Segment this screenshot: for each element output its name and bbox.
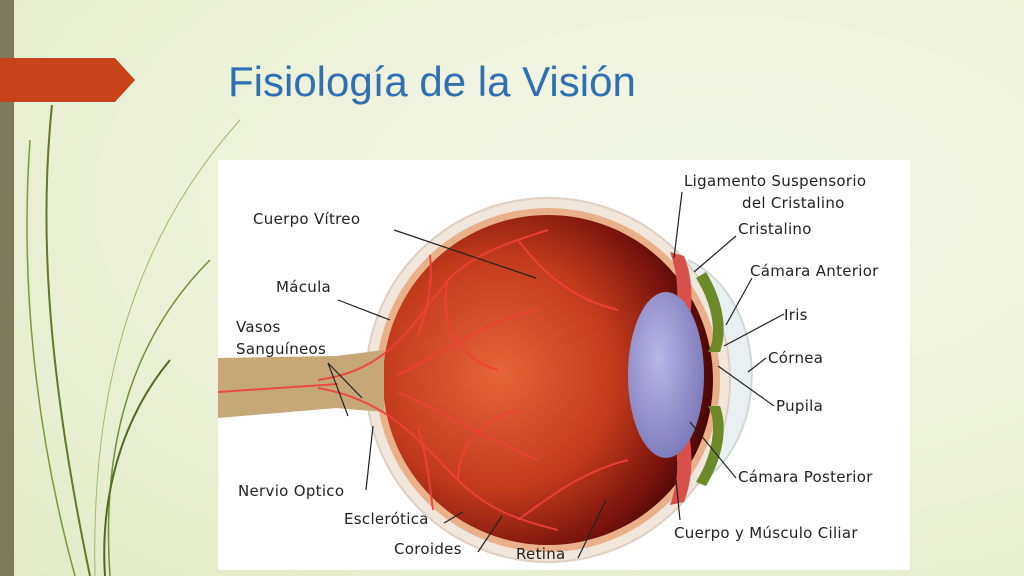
label-pupila: Pupila: [776, 397, 823, 415]
label-vasos-line2: Sanguíneos: [236, 340, 326, 358]
blood-vessels: [218, 229, 629, 531]
label-macula: Mácula: [276, 278, 331, 296]
label-ligamento-line1: Ligamento Suspensorio: [684, 172, 866, 190]
label-esclerotica: Esclerótica: [344, 510, 429, 528]
eye-anatomy-figure: Cuerpo Vítreo Mácula Vasos Sanguíneos Ne…: [218, 160, 910, 570]
vitreous-body-shape: [383, 215, 713, 545]
decorative-grass-lines: [26, 104, 241, 576]
leader-lines: [327, 191, 785, 559]
label-nervio-optico: Nervio Optico: [238, 482, 344, 500]
label-cuerpo-musculo-ciliar: Cuerpo y Músculo Ciliar: [674, 524, 858, 542]
label-camara-posterior: Cámara Posterior: [738, 468, 873, 486]
label-coroides: Coroides: [394, 540, 462, 558]
label-retina: Retina: [516, 545, 566, 563]
iris-lower: [696, 406, 724, 486]
left-accent-bar: [0, 0, 14, 576]
optic-nerve-shape: [218, 350, 384, 418]
iris-upper: [696, 272, 724, 352]
label-cornea: Córnea: [768, 349, 823, 367]
label-vasos-line1: Vasos: [236, 318, 281, 336]
label-ligamento-line2: del Cristalino: [742, 194, 845, 212]
eye-diagram: Cuerpo Vítreo Mácula Vasos Sanguíneos Ne…: [218, 172, 879, 563]
title-arrow-icon: [0, 58, 135, 102]
label-cuerpo-vitreo: Cuerpo Vítreo: [253, 210, 360, 228]
lens-shape: [628, 292, 704, 458]
label-camara-anterior: Cámara Anterior: [750, 262, 879, 280]
label-iris: Iris: [784, 306, 808, 324]
slide-title: Fisiología de la Visión: [228, 58, 636, 105]
label-cristalino: Cristalino: [738, 220, 812, 238]
